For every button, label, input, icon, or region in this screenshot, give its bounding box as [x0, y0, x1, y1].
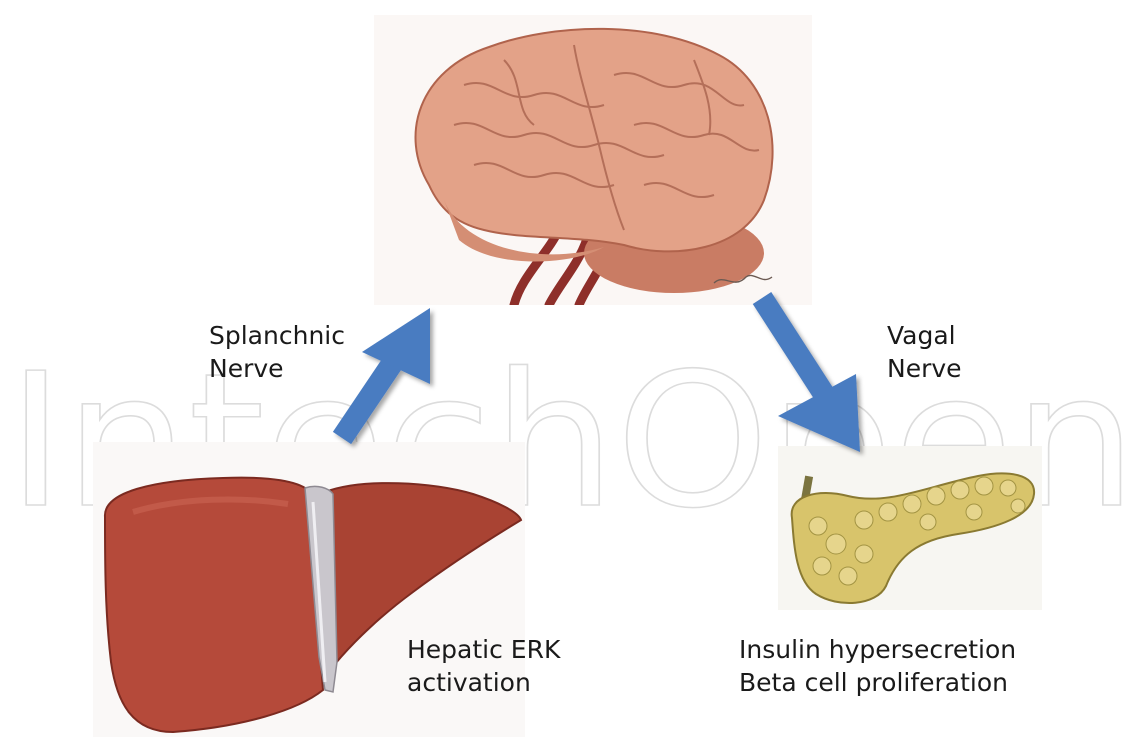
hepatic-erk-label: Hepatic ERK activation: [407, 633, 560, 699]
insulin-beta-label: Insulin hypersecretion Beta cell prolife…: [739, 633, 1016, 699]
liver-label-line-1: Hepatic ERK: [407, 633, 560, 666]
splanchnic-label-line-2: Nerve: [209, 352, 345, 385]
splanchnic-nerve-label: Splanchnic Nerve: [209, 319, 345, 385]
vagal-label-line-1: Vagal: [887, 319, 962, 352]
pancreas-label-line-1: Insulin hypersecretion: [739, 633, 1016, 666]
vagal-label-line-2: Nerve: [887, 352, 962, 385]
brain-illustration-icon: [374, 15, 812, 305]
pancreas-illustration-icon: [778, 446, 1042, 610]
brain-image: [374, 15, 812, 305]
vagal-nerve-label: Vagal Nerve: [887, 319, 962, 385]
splanchnic-label-line-1: Splanchnic: [209, 319, 345, 352]
pancreas-label-line-2: Beta cell proliferation: [739, 666, 1016, 699]
liver-label-line-2: activation: [407, 666, 560, 699]
pancreas-image: [778, 446, 1042, 610]
